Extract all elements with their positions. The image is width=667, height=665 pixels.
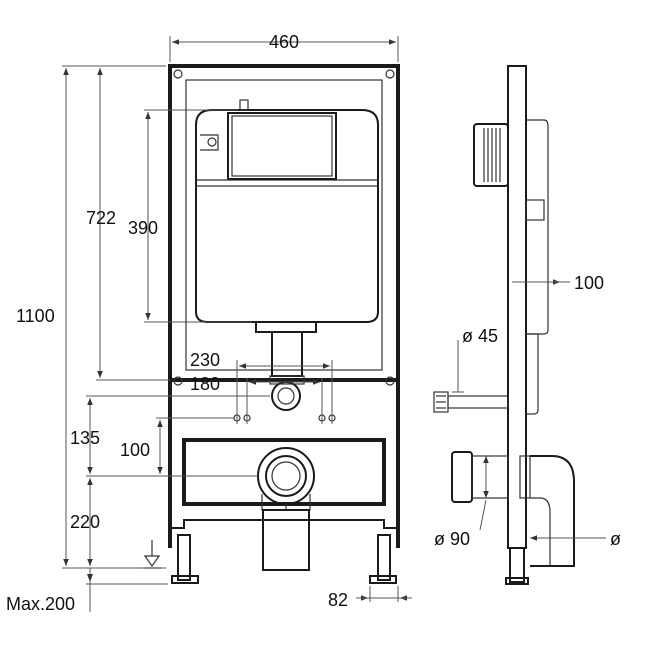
side-frame [505,65,529,585]
label-bolt-inner: 180 [190,374,220,394]
bolt-holes [233,414,336,422]
flush-button-side [473,123,509,187]
floor-level-icon [143,540,161,569]
water-inlet-side [433,391,509,413]
label-water-inlet: ø 45 [462,326,498,346]
cistern-tank [195,99,379,411]
label-tank-top-height: 722 [86,208,116,228]
label-tank-height: 390 [128,218,158,238]
label-outlet-height: 220 [70,512,100,532]
label-bolt-outer: 230 [190,350,220,370]
screw-hole-icon [385,376,395,386]
label-floor-adjust: Max.200 [6,594,75,614]
screw-hole-icon [173,376,183,386]
label-drain-diameter: ø 90 [434,529,470,549]
screw-hole-icon [173,69,183,79]
screw-hole-icon [385,69,395,79]
side-cistern [525,119,549,415]
label-side-depth: 100 [574,273,604,293]
drain-pipe-side [451,451,575,567]
label-bolt-to-outlet: 135 [70,428,100,448]
label-drain-outlet: ø [610,529,621,549]
label-frame-width: 460 [269,32,299,52]
label-foot-width: 82 [328,590,348,610]
drain-outlet-front [257,447,315,571]
front-frame [168,64,400,584]
left-foot [171,534,199,584]
label-total-height: 1100 [16,306,55,326]
label-bolt-height: 100 [120,440,150,460]
right-foot [369,534,397,584]
